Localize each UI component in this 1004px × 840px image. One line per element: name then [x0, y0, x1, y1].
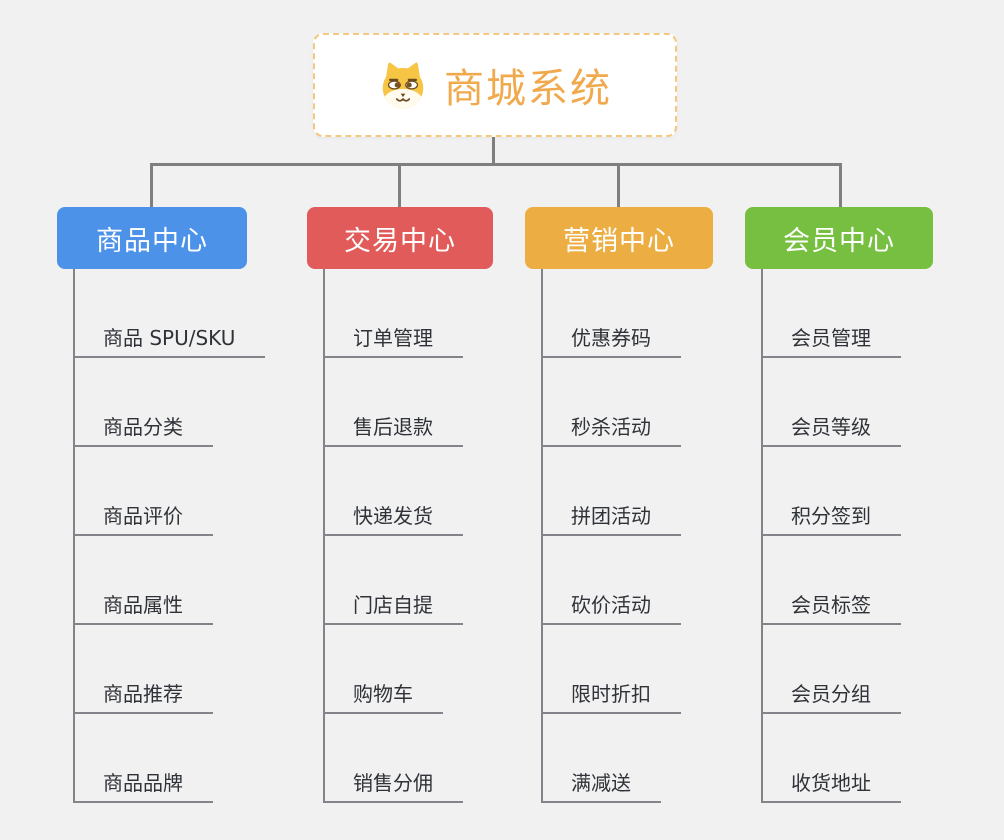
branch-children-trade: 订单管理 售后退款 快递发货 门店自提 购物车 销售分佣	[323, 269, 463, 803]
branch-children-product: 商品 SPU/SKU 商品分类 商品评价 商品属性 商品推荐 商品品牌	[73, 269, 266, 803]
child-node: 会员等级	[761, 358, 901, 447]
connector-horizontal-bar	[150, 163, 842, 166]
child-node: 拼团活动	[541, 447, 681, 536]
connector-root-stem	[492, 137, 495, 164]
root-node[interactable]: 商城系统	[313, 33, 677, 137]
connector-drop-member	[839, 163, 842, 208]
child-node: 收货地址	[761, 714, 901, 803]
child-node: 限时折扣	[541, 625, 681, 714]
child-node: 积分签到	[761, 447, 901, 536]
connector-drop-product	[150, 163, 153, 208]
child-node: 优惠券码	[541, 269, 681, 358]
child-node-label[interactable]: 会员等级	[761, 403, 901, 447]
child-node-label[interactable]: 会员管理	[761, 314, 901, 358]
child-node-label[interactable]: 积分签到	[761, 492, 901, 536]
child-node: 商品 SPU/SKU	[73, 269, 266, 358]
child-node: 商品分类	[73, 358, 265, 447]
branch-node-trade-center[interactable]: 交易中心	[307, 207, 493, 269]
child-node: 售后退款	[323, 358, 463, 447]
child-node: 订单管理	[323, 269, 463, 358]
child-node-label[interactable]: 收货地址	[761, 759, 901, 803]
child-node-label[interactable]: 秒杀活动	[541, 403, 681, 447]
branch-children-member: 会员管理 会员等级 积分签到 会员标签 会员分组 收货地址	[761, 269, 901, 803]
child-node: 会员标签	[761, 536, 901, 625]
child-node-label[interactable]: 商品分类	[73, 403, 213, 447]
child-node: 会员分组	[761, 625, 901, 714]
child-node-label[interactable]: 满减送	[541, 759, 661, 803]
child-node-label[interactable]: 快递发货	[323, 492, 463, 536]
child-node: 商品品牌	[73, 714, 265, 803]
child-node: 商品推荐	[73, 625, 265, 714]
branch-node-product-center[interactable]: 商品中心	[57, 207, 247, 269]
branch-node-member-center[interactable]: 会员中心	[745, 207, 933, 269]
child-node: 砍价活动	[541, 536, 681, 625]
root-title: 商城系统	[444, 66, 612, 112]
child-node-label[interactable]: 商品属性	[73, 581, 213, 625]
child-node: 满减送	[541, 714, 681, 803]
child-node-label[interactable]: 会员标签	[761, 581, 901, 625]
child-node-label[interactable]: 限时折扣	[541, 670, 681, 714]
child-node: 门店自提	[323, 536, 463, 625]
child-node-label[interactable]: 优惠券码	[541, 314, 681, 358]
child-node-label[interactable]: 门店自提	[323, 581, 463, 625]
child-node-label[interactable]: 商品品牌	[73, 759, 213, 803]
child-node: 商品评价	[73, 447, 265, 536]
branch-label: 营销中心	[563, 225, 675, 257]
branch-children-marketing: 优惠券码 秒杀活动 拼团活动 砍价活动 限时折扣 满减送	[541, 269, 681, 803]
child-node-label[interactable]: 商品 SPU/SKU	[73, 314, 266, 358]
child-node-label[interactable]: 购物车	[323, 670, 443, 714]
child-node: 会员管理	[761, 269, 901, 358]
connector-drop-trade	[398, 163, 401, 208]
branch-label: 商品中心	[96, 225, 208, 257]
child-node-label[interactable]: 砍价活动	[541, 581, 681, 625]
branch-label: 会员中心	[783, 225, 895, 257]
branch-node-marketing-center[interactable]: 营销中心	[525, 207, 713, 269]
child-node-label[interactable]: 商品评价	[73, 492, 213, 536]
child-node: 销售分佣	[323, 714, 463, 803]
branch-label: 交易中心	[344, 225, 456, 257]
child-node-label[interactable]: 商品推荐	[73, 670, 213, 714]
child-node: 商品属性	[73, 536, 265, 625]
child-node: 快递发货	[323, 447, 463, 536]
child-node: 购物车	[323, 625, 463, 714]
connector-drop-marketing	[617, 163, 620, 208]
child-node-label[interactable]: 拼团活动	[541, 492, 681, 536]
child-node: 秒杀活动	[541, 358, 681, 447]
dog-face-icon	[378, 60, 428, 110]
child-node-label[interactable]: 销售分佣	[323, 759, 463, 803]
child-node-label[interactable]: 售后退款	[323, 403, 463, 447]
child-node-label[interactable]: 订单管理	[323, 314, 463, 358]
child-node-label[interactable]: 会员分组	[761, 670, 901, 714]
